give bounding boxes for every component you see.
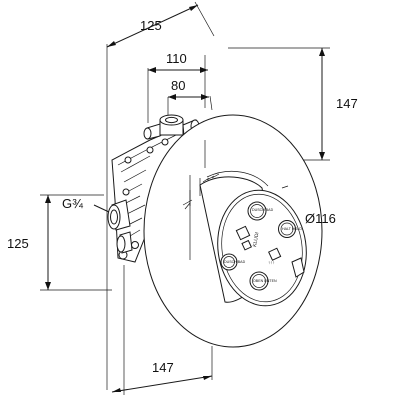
diameter-label: Ø116: [305, 211, 336, 226]
arrowhead: [319, 152, 325, 160]
thread-leader: [93, 204, 110, 213]
dimension-lines: [45, 4, 325, 393]
arrowhead: [319, 48, 325, 56]
extension-lines: [40, 1, 330, 395]
button-left-label: DUSCH BAD: [224, 260, 246, 264]
dimension-labels: 125 110 80 147 125 147 G¾ Ø116: [7, 18, 358, 375]
indicator-square: [235, 225, 251, 241]
arrowhead: [112, 388, 121, 392]
dim-line-top-125: [106, 4, 199, 48]
dim-right-height: 147: [336, 96, 358, 111]
left-inlet-fitting: [107, 199, 133, 254]
button-left: DUSCH BAD: [220, 253, 246, 271]
arrowhead: [189, 5, 198, 11]
indicator-square: [268, 247, 282, 261]
arrowhead: [107, 41, 116, 47]
dim-bottom-width: 147: [152, 360, 174, 375]
arrowhead: [203, 376, 212, 380]
button-right: HALT HOLD: [278, 220, 302, 238]
button-top-label: DUSCH BAD: [252, 208, 274, 212]
button-bottom: OBEN UNTEN: [249, 271, 277, 291]
brand-label: KLUDI: [252, 232, 260, 248]
dim-80: 80: [171, 78, 185, 93]
dim-110: 110: [166, 51, 187, 66]
arrowhead: [168, 94, 176, 100]
arrowhead: [45, 195, 51, 203]
button-right-label: HALT HOLD: [282, 227, 302, 231]
dim-left-height: 125: [7, 236, 29, 251]
arrowhead: [148, 67, 156, 73]
dim-line-bottom-147: [111, 375, 213, 393]
knob-mark: ↑↑↑: [268, 260, 275, 265]
arrowhead: [200, 67, 208, 73]
indicator-square: [241, 239, 252, 251]
thread-label: G¾: [62, 196, 83, 211]
button-bottom-label: OBEN UNTEN: [253, 279, 277, 283]
button-top: DUSCH BAD: [247, 201, 274, 221]
arrowhead: [201, 94, 209, 100]
dim-top-width: 125: [140, 18, 162, 33]
thermostat-control-unit: DUSCH BAD HALT HOLD DUSCH BAD OBEN UNTEN…: [199, 170, 307, 307]
lever: [291, 257, 305, 278]
arrowhead: [45, 282, 51, 290]
